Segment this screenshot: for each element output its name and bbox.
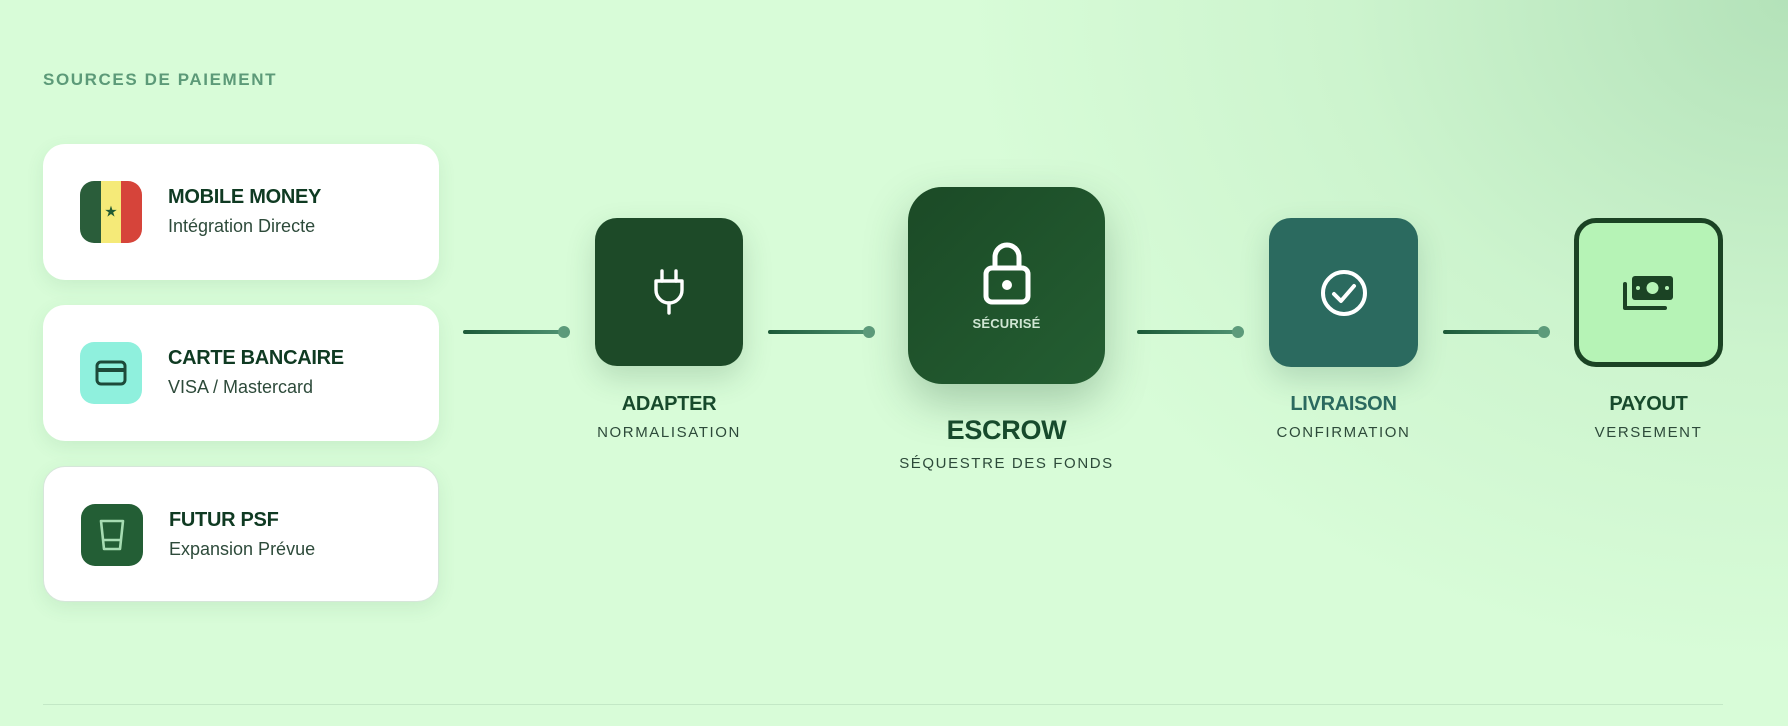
money-icon <box>1622 275 1673 310</box>
source-title: MOBILE MONEY <box>168 186 322 208</box>
check-circle-icon <box>1320 269 1367 316</box>
step-subtitle: CONFIRMATION <box>1276 424 1411 441</box>
connector-dot <box>1538 326 1550 338</box>
plug-icon <box>654 269 684 315</box>
divider <box>43 704 1723 705</box>
step-subtitle: NORMALISATION <box>597 424 741 441</box>
cup-icon <box>81 504 143 566</box>
lock-icon <box>983 242 1030 305</box>
source-subtitle: VISA / Mastercard <box>168 377 314 397</box>
secured-badge: SÉCURISÉ <box>972 316 1041 331</box>
source-card-carte-bancaire[interactable]: CARTE BANCAIRE VISA / Mastercard <box>43 305 439 441</box>
source-subtitle: Expansion Prévue <box>169 539 316 559</box>
source-title: FUTUR PSF <box>169 509 279 531</box>
credit-card-icon <box>80 342 142 404</box>
connector-line <box>463 330 563 334</box>
step-title: PAYOUT <box>1609 393 1688 415</box>
section-label: SOURCES DE PAIEMENT <box>43 70 278 89</box>
step-escrow[interactable]: SÉCURISÉ <box>908 187 1105 384</box>
connector-dot <box>863 326 875 338</box>
step-subtitle: SÉQUESTRE DES FONDS <box>899 455 1114 472</box>
connector-dot <box>558 326 570 338</box>
connector-line <box>1443 330 1543 334</box>
step-adapter[interactable] <box>595 218 743 366</box>
source-card-mobile-money[interactable]: ★ MOBILE MONEY Intégration Directe <box>43 144 439 280</box>
step-livraison[interactable] <box>1269 218 1418 367</box>
connector-line <box>1137 330 1237 334</box>
source-subtitle: Intégration Directe <box>168 216 316 236</box>
senegal-flag-icon: ★ <box>80 181 142 243</box>
step-title: ESCROW <box>946 415 1067 445</box>
step-subtitle: VERSEMENT <box>1594 424 1703 441</box>
step-payout[interactable] <box>1574 218 1723 367</box>
step-title: ADAPTER <box>621 393 717 415</box>
source-card-futur-psf[interactable]: FUTUR PSF Expansion Prévue <box>43 466 439 602</box>
connector-dot <box>1232 326 1244 338</box>
connector-line <box>768 330 868 334</box>
step-title: LIVRAISON <box>1290 393 1397 415</box>
source-title: CARTE BANCAIRE <box>168 347 344 369</box>
